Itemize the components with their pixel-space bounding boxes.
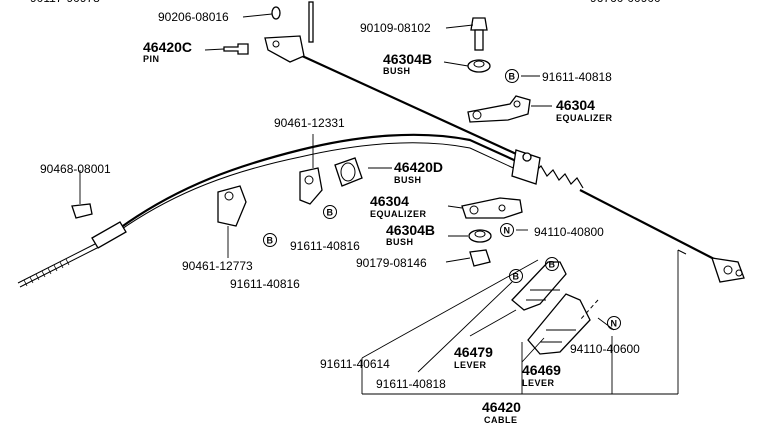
label-46420C-sub: PIN (143, 54, 160, 64)
label-46304-top: 46304 (556, 97, 595, 113)
label-46304B-mid: 46304B (386, 222, 435, 238)
top-clevis (264, 35, 305, 63)
left-cable-housing (111, 142, 523, 237)
label-top-right-partial: 96760-00900 (590, 0, 661, 5)
label-46420D: 46420D (394, 159, 443, 175)
label-91611-40818-top: 91611-40818 (542, 70, 612, 84)
label-90206-08016: 90206-08016 (158, 10, 229, 24)
b-marker-left (263, 233, 277, 247)
label-90461-12773: 90461-12773 (182, 259, 253, 273)
cable-equalizer-block (511, 149, 541, 185)
top-clevis-group (223, 1, 314, 63)
lever-46479 (511, 261, 567, 311)
label-46304B-top: 46304B (383, 51, 432, 67)
threaded-rod (17, 243, 96, 284)
n-marker-lever (607, 316, 621, 330)
label-46469-sub: LEVER (522, 378, 555, 388)
nut-90179 (469, 249, 491, 267)
label-90179-08146: 90179-08146 (356, 256, 427, 270)
label-91611-40818-bot: 91611-40818 (376, 377, 446, 391)
right-cable (579, 189, 721, 263)
b-marker-top (505, 69, 519, 83)
b-marker-top-text: B (509, 72, 516, 82)
label-46420C: 46420C (143, 39, 192, 55)
rod-threads (23, 258, 70, 287)
label-top-left-partial: 90117-90978 (30, 0, 100, 5)
b-marker-left-text: B (267, 236, 274, 246)
label-91611-40816-b: 91611-40816 (230, 277, 300, 291)
n-marker-lever-text: N (611, 319, 618, 329)
clip-90468 (71, 203, 93, 219)
label-46479: 46479 (454, 344, 493, 360)
left-cable (119, 133, 526, 229)
pin-46420C (223, 43, 249, 55)
label-46304B-top-sub: BUSH (383, 66, 411, 76)
levers (511, 261, 599, 355)
label-46420D-sub: BUSH (394, 175, 422, 185)
b-marker-mid (323, 205, 337, 219)
label-94110-40800: 94110-40800 (534, 225, 604, 239)
label-90461-12331: 90461-12331 (274, 116, 345, 130)
label-90109-08102: 90109-08102 (360, 21, 431, 35)
bolt-90109 (470, 17, 488, 31)
b-marker-lever-b-text: B (513, 272, 520, 282)
label-91611-40614: 91611-40614 (320, 357, 390, 371)
bush-46420D (334, 157, 363, 187)
equalizer-46304-top (467, 95, 531, 123)
b-marker-lever-a-text: B (549, 260, 556, 270)
bush-46304B-top (467, 59, 491, 73)
label-91611-40816-a: 91611-40816 (290, 239, 360, 253)
label-46420-sub: CABLE (484, 415, 518, 425)
b-marker-mid-text: B (327, 208, 334, 218)
top-equalizer-group (467, 17, 531, 123)
spring (534, 165, 584, 189)
middle-parts (71, 157, 523, 267)
n-marker-mid (500, 223, 514, 237)
leader-lines (79, 13, 679, 395)
label-46304-mid: 46304 (370, 193, 409, 209)
cable-lines (17, 53, 745, 288)
right-end-bracket (711, 257, 745, 283)
left-adjuster (91, 221, 127, 249)
b-marker-lever-a (545, 257, 559, 271)
n-marker-mid-text: N (504, 226, 511, 236)
upper-cable (299, 53, 526, 160)
top-rod (308, 1, 314, 43)
label-46479-sub: LEVER (454, 360, 487, 370)
threaded-rod-2 (19, 247, 98, 288)
label-46304-mid-sub: EQUALIZER (370, 209, 427, 219)
b-marker-lever-b (509, 269, 523, 283)
label-46469: 46469 (522, 362, 561, 378)
label-46304B-mid-sub: BUSH (386, 237, 414, 247)
bush-46304B-mid (468, 229, 492, 243)
label-94110-40600: 94110-40600 (570, 342, 640, 356)
clip-90461-12331 (299, 167, 323, 205)
washer-90206 (271, 6, 281, 20)
clip-90461-12773 (217, 185, 247, 227)
label-46304-top-sub: EQUALIZER (556, 113, 613, 123)
label-46420: 46420 (482, 399, 521, 415)
equalizer-pin (522, 152, 532, 162)
label-90468-08001: 90468-08001 (40, 162, 111, 176)
